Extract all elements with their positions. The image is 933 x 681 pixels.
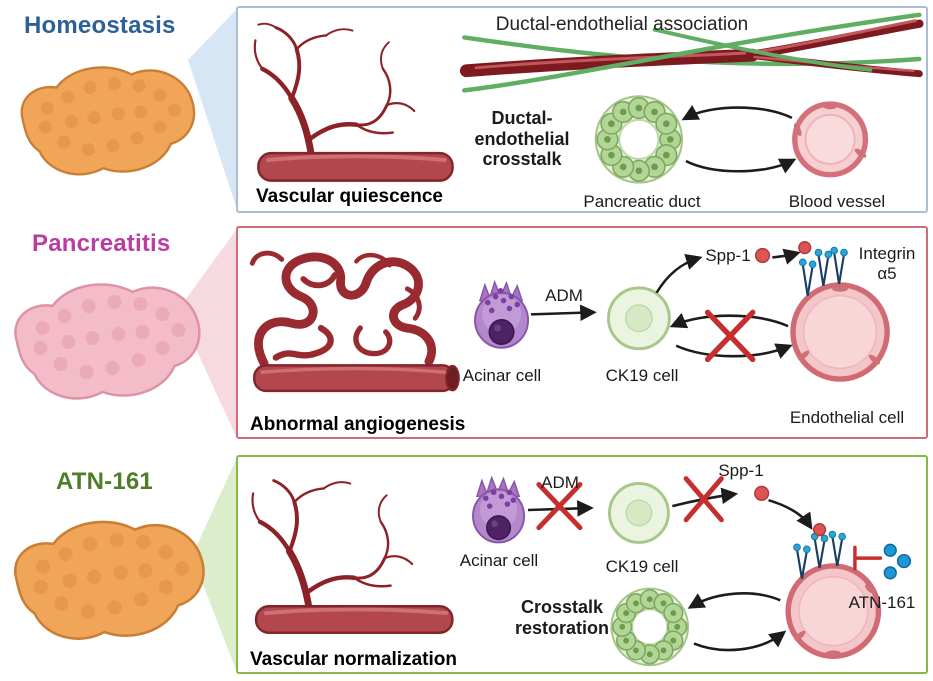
atn161-label: ATN-161 — [56, 468, 153, 495]
bound-spp1-molecule — [812, 523, 827, 537]
ck19-cell-illustration — [607, 286, 671, 351]
integrin-a5-receptors — [793, 523, 846, 579]
acinar-cell-illustration — [472, 475, 526, 544]
crosstalk-restoration-caption: Crosstalk restoration — [514, 597, 610, 638]
acinar-cell-illustration — [474, 279, 530, 349]
ck19-cell-label: CK19 cell — [605, 366, 679, 385]
blood-vessel-illustration — [792, 101, 869, 178]
ck19-cell-label: CK19 cell — [605, 557, 679, 576]
endothelial-cell-label: Endothelial cell — [789, 408, 905, 427]
normalized-vessel-illustration — [251, 479, 454, 634]
blood-vessel-label: Blood vessel — [788, 192, 886, 211]
ck19-cell-illustration — [608, 482, 670, 544]
ductal-endothelial-crosstalk-caption: Ductal- endothelial crosstalk — [474, 108, 570, 170]
endothelial-cell-illustration — [785, 563, 882, 659]
spp1-molecule — [754, 247, 771, 264]
quiescent-vessel-illustration — [253, 22, 454, 182]
atn161-molecules — [883, 543, 912, 580]
pancreatitis-panel: Abnormal angiogenesis Acinar cell ADM CK… — [236, 226, 928, 439]
spp1-secretion-arrow — [655, 253, 703, 294]
pancreatic-duct-illustration — [610, 587, 690, 667]
atn161-panel: Vascular normalization Acinar cell ADM C… — [236, 455, 928, 674]
spp1-molecule — [754, 485, 770, 501]
pancreatic-duct-illustration — [594, 95, 684, 184]
adm-arrow — [530, 304, 597, 322]
acinar-cell-label: Acinar cell — [462, 366, 542, 385]
pancreatitis-wedge — [178, 230, 236, 436]
atn161-inhibition-line — [853, 545, 883, 571]
pancreatitis-label: Pancreatitis — [32, 230, 171, 257]
pancreatitis-panel-art — [249, 241, 890, 393]
spp1-binding-arrow — [772, 248, 801, 265]
pancreas-texture — [33, 532, 190, 619]
abnormal-vessel-illustration — [249, 250, 460, 393]
bound-spp1-molecule — [798, 241, 812, 255]
spp1-label: Spp-1 — [705, 246, 751, 265]
spp1-binding-arrow — [768, 498, 813, 530]
healthy-pancreas-illustration — [20, 66, 196, 176]
homeostasis-panel-art — [253, 12, 924, 184]
acinar-cell-label: Acinar cell — [459, 551, 539, 570]
pancreas-texture — [38, 77, 182, 157]
homeostasis-wedge — [188, 10, 236, 206]
vascular-normalization-caption: Vascular normalization — [250, 649, 457, 670]
atn161-panel-art — [251, 475, 912, 667]
atn161-wedge — [192, 460, 236, 670]
pancreas-texture — [33, 295, 186, 379]
integrin-a5-label: Integrin α5 — [858, 244, 916, 283]
abnormal-angiogenesis-caption: Abnormal angiogenesis — [250, 414, 466, 435]
vascular-quiescence-caption: Vascular quiescence — [256, 186, 443, 207]
endothelial-cell-illustration — [790, 282, 890, 382]
crosstalk-arrows — [681, 105, 797, 174]
homeostasis-panel: Ductal-endothelial association Vascular … — [236, 6, 928, 213]
inflamed-pancreas-illustration — [14, 283, 201, 400]
adm-label: ADM — [541, 473, 579, 492]
restored-crosstalk-arrows — [687, 592, 787, 652]
spp1-blocked-cross-icon — [683, 476, 724, 523]
blocked-crosstalk-arrows — [669, 309, 793, 363]
adm-blocked-cross-icon — [536, 482, 583, 531]
atn161-molecule-label: ATN-161 — [848, 593, 916, 612]
integrin-a5-receptors — [798, 241, 848, 296]
spp1-label: Spp-1 — [718, 461, 764, 480]
pancreatic-duct-label: Pancreatic duct — [583, 192, 701, 211]
ductal-endothelial-association-illustration — [459, 12, 924, 93]
adm-label: ADM — [545, 286, 583, 305]
association-title: Ductal-endothelial association — [495, 14, 749, 35]
treated-pancreas-illustration — [13, 520, 205, 640]
homeostasis-label: Homeostasis — [24, 12, 176, 39]
blocked-cross-icon — [704, 309, 756, 363]
